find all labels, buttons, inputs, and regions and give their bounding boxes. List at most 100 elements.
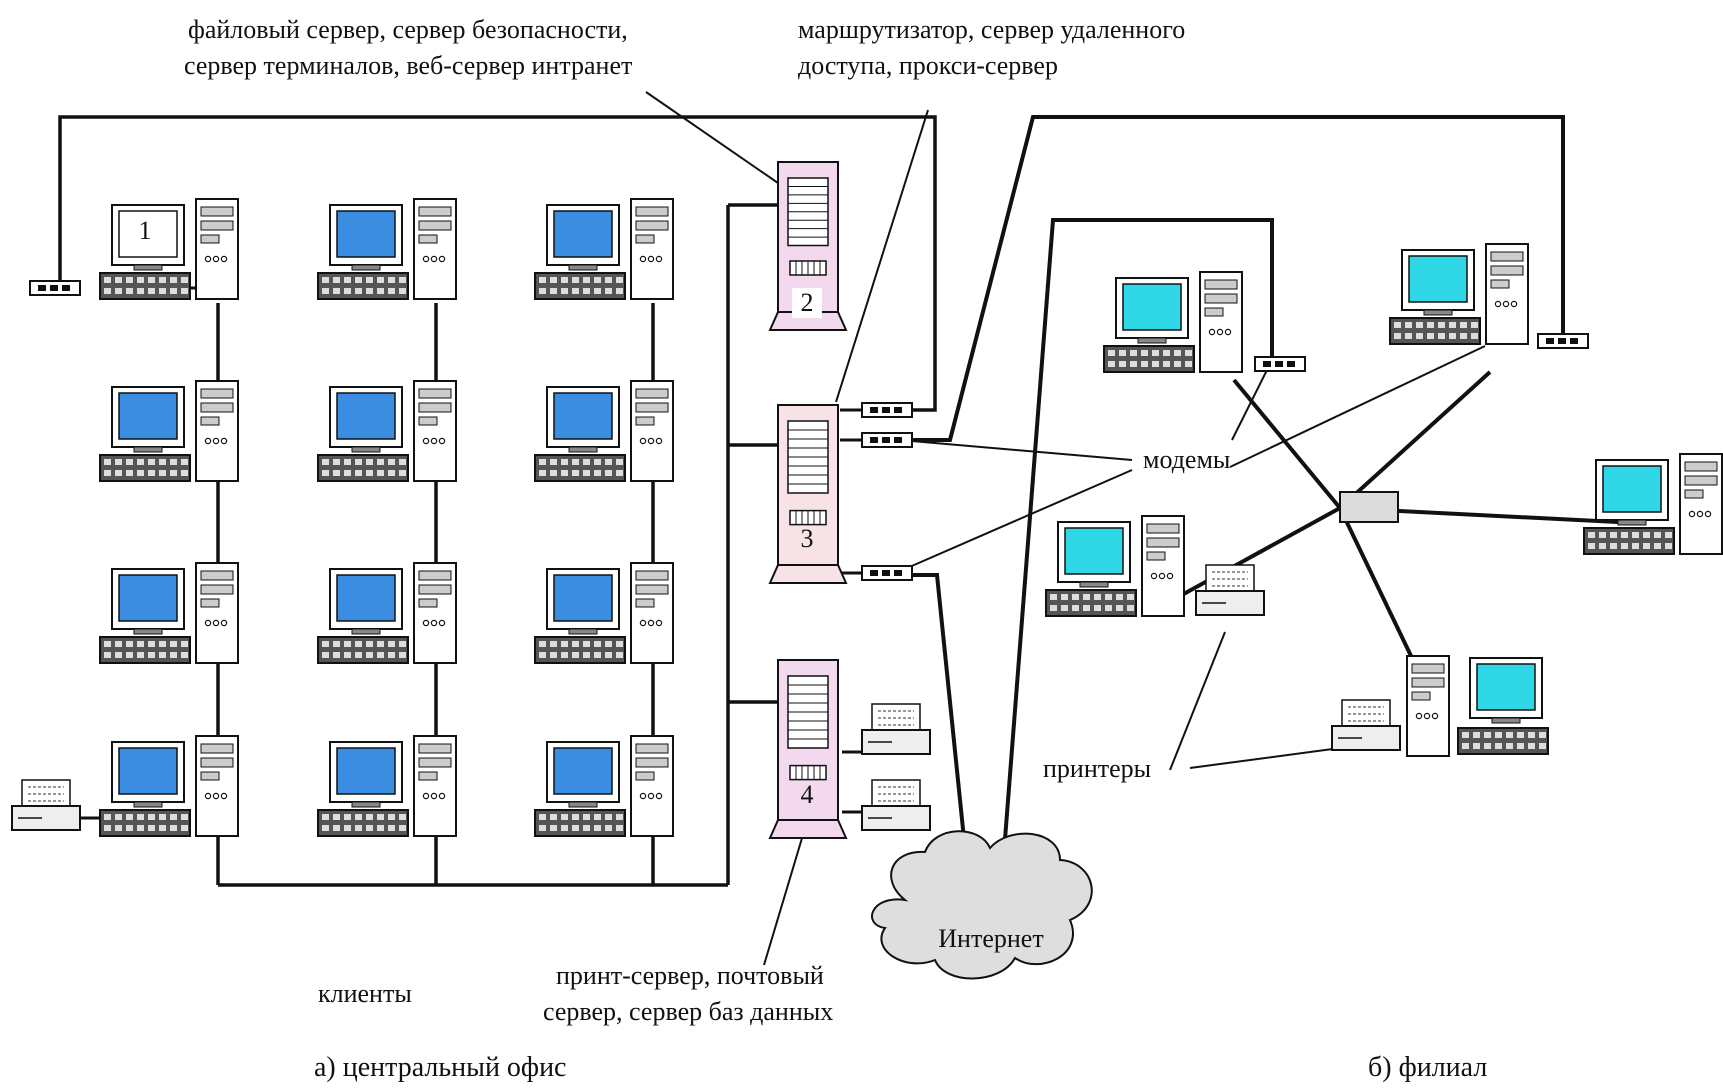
printer-branch-a [1195,564,1265,616]
server-3 [768,404,848,584]
branch-pc-1 [1103,271,1243,373]
monitor-screen [1476,663,1536,711]
server-number-3: 3 [800,524,814,553]
monitor-stand [568,264,598,271]
monitor-stand [568,801,598,808]
monitor-stand [1423,309,1453,316]
monitor-stand [1491,717,1521,724]
modem-server3-c [861,565,913,581]
server-4 [768,659,848,839]
monitor-screen [118,574,178,622]
keyboard [1045,589,1137,617]
monitor-screen [336,210,396,258]
server-base [768,564,848,584]
label-servers-4-line2: сервер, сервер баз данных [543,997,834,1026]
monitor-stand [133,628,163,635]
monitor-screen [118,747,178,795]
keyboard [1389,317,1481,345]
monitor-screen [118,392,178,440]
modem-client-1 [29,280,81,296]
monitor-stand [351,628,381,635]
keyboard [534,809,626,837]
keyboard [99,272,191,300]
printer-paper [871,703,921,731]
monitor-screen [336,747,396,795]
keyboard [99,636,191,664]
client-pc-r2-c1 [99,380,239,482]
keyboard [317,454,409,482]
server-base [768,819,848,839]
callout-printer-1 [1169,631,1226,771]
client-pc-r1-c2 [317,198,457,300]
keyboard [317,636,409,664]
callout-modem-1 [899,439,1133,461]
keyboard [317,809,409,837]
server-number-4: 4 [800,780,814,809]
server-2 [768,161,848,331]
keyboard [1583,527,1675,555]
monitor-stand [133,801,163,808]
callout-servers-2 [645,91,779,184]
monitor-screen [1602,465,1662,513]
monitor-screen [1408,255,1468,303]
keyboard [99,454,191,482]
printer-paper [1205,564,1255,592]
callout-modem-3 [1229,345,1486,468]
label-branch: б) филиал [1368,1052,1488,1083]
branch-pc-5 [1406,655,1549,757]
branch-pc-3 [1045,515,1185,617]
monitor-screen [118,210,178,258]
monitor-stand [1137,337,1167,344]
modem-branch-a [1254,356,1306,372]
modem-server3-b [861,432,913,448]
printer-body [1331,725,1401,751]
monitor-stand [568,628,598,635]
printer-server4-b [861,779,931,831]
cloud-shape [871,830,1093,980]
internet-cloud [871,830,1093,980]
monitor-stand [351,446,381,453]
monitor-screen [553,574,613,622]
keyboard [317,272,409,300]
cable-branch-star-top [1232,370,1492,511]
callout-modem-2 [897,469,1133,573]
keyboard [1103,345,1195,373]
label-servers-2-line2: сервер терминалов, веб-сервер интранет [184,51,633,80]
monitor-stand [351,801,381,808]
keyboard [99,809,191,837]
callout-modem-4 [1231,367,1269,441]
label-central-office: а) центральный офис [314,1052,567,1083]
label-servers-2-line1: файловый сервер, сервер безопасности, [188,15,628,44]
branch-hub [1339,491,1399,523]
server-base [768,311,848,331]
client-pc-r3-c3 [534,562,674,664]
client-pc-r2-c2 [317,380,457,482]
internet-label: Интернет [938,924,1044,953]
keyboard [534,454,626,482]
client-pc-r3-c2 [317,562,457,664]
monitor-stand [133,264,163,271]
monitor-stand [1617,519,1647,526]
client-pc-r3-c1 [99,562,239,664]
keyboard [1457,727,1549,755]
printer-paper [871,779,921,807]
modem-branch-b [1537,333,1589,349]
label-servers-4-line1: принт-сервер, почтовый [556,961,824,990]
cable-branch-star-left [1179,506,1341,598]
branch-pc-4 [1583,453,1723,555]
label-servers-3-line1: маршрутизатор, сервер удаленного [798,15,1186,44]
label-clients: клиенты [318,979,412,1008]
branch-pc-2 [1389,243,1529,345]
monitor-stand [1079,581,1109,588]
client-pc-r4-c2 [317,735,457,837]
client-pc-r4-c1 [99,735,239,837]
pc-number-1: 1 [138,216,152,245]
client-pc-r4-c3 [534,735,674,837]
monitor-screen [1064,527,1124,575]
printer-central [11,779,81,831]
modem-server3-a [861,402,913,418]
printer-server4-a [861,703,931,755]
monitor-stand [351,264,381,271]
